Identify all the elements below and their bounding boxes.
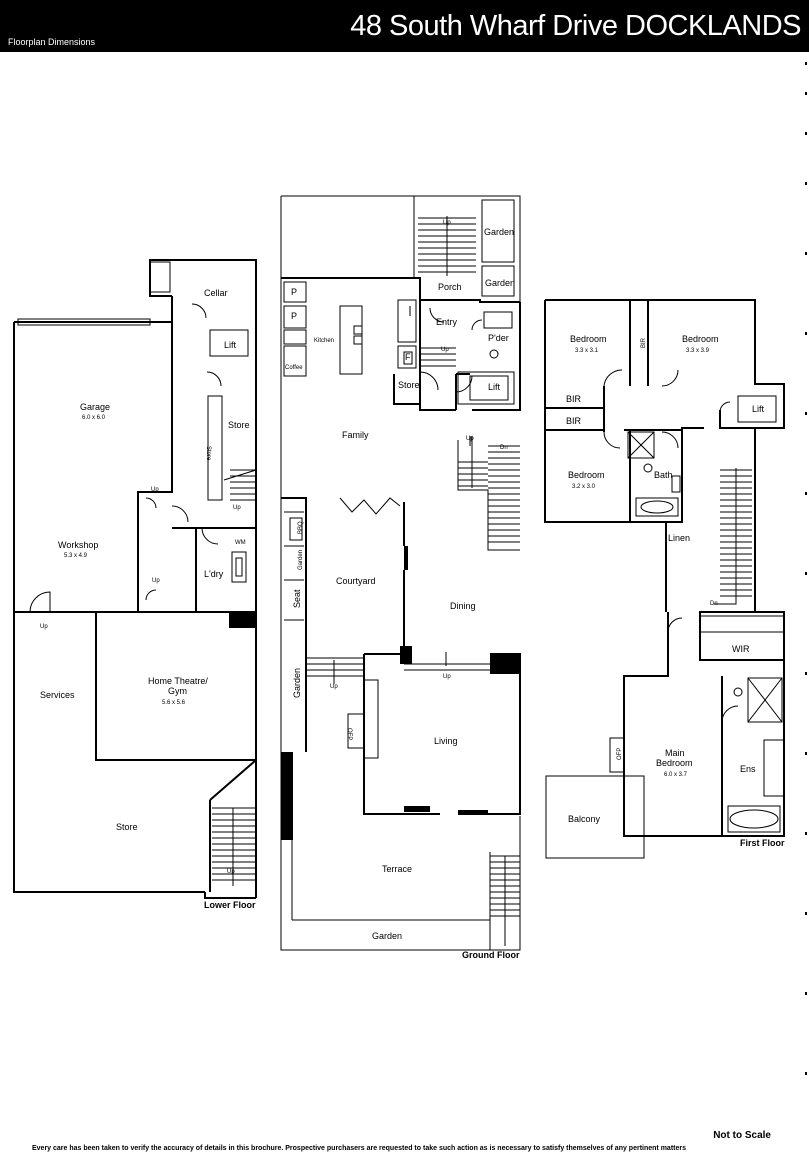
label-entry: Entry [436,317,458,327]
label-p2: P [291,311,297,321]
label-main-bedroom-1: Main [665,748,685,758]
label-gf-garden-top: Garden [484,227,514,237]
label-bedroom-2-dim: 3.3 x 3.9 [686,348,710,354]
label-lower-store-big: Store [116,822,138,832]
label-gf-up-2: Up [441,347,449,353]
label-bath: Bath [654,470,673,480]
ground-floor-solids [281,546,520,840]
label-home-theatre-2: Gym [168,686,187,696]
first-floor-walls [544,299,785,837]
label-lower-store-vertical: Store [205,446,211,461]
not-to-scale-note: Not to Scale [713,1130,771,1141]
label-gf-up-4: Up [330,684,338,690]
label-gf-garden-left: Garden [292,668,302,698]
label-lower-floor: Lower Floor [204,900,256,910]
label-pdr: P'der [488,333,509,343]
ground-floor-outline [280,195,521,951]
label-gf-up-1: Up [443,220,451,226]
lower-floor-details [17,261,257,886]
label-ff-ofp: OFP [617,748,623,760]
page-title: 48 South Wharf Drive DOCKLANDS [350,10,801,42]
label-lower-up-4: Up [40,624,48,630]
label-gf-garden-mid: Garden [485,278,515,288]
label-lower-store-small: Store [228,420,250,430]
page-subtitle: Floorplan Dimensions [8,37,96,47]
label-gf-up-5: Up [443,674,451,680]
label-lower-up-2: Up [233,505,241,511]
label-cellar: Cellar [204,288,228,298]
label-coffee: Coffee [285,365,303,371]
label-garage: Garage [80,402,110,412]
label-bir-3: BIR [566,416,582,426]
label-bedroom-1-dim: 3.3 x 3.1 [575,348,599,354]
label-first-floor: First Floor [740,838,785,848]
label-wir: WIR [732,644,750,654]
label-porch: Porch [438,282,462,292]
disclaimer-text: Every care has been taken to verify the … [32,1145,686,1152]
label-gf-garden-bottom: Garden [372,931,402,941]
label-main-bedroom-2: Bedroom [656,758,693,768]
label-lower-up-3: Up [152,578,160,584]
label-bedroom-3: Bedroom [568,470,605,480]
label-dining: Dining [450,601,476,611]
label-ens: Ens [740,764,756,774]
label-lower-lift: Lift [224,340,237,350]
label-home-theatre-1: Home Theatre/ [148,676,208,686]
label-main-bedroom-dim: 6.0 x 3.7 [664,772,688,778]
label-lower-up-1: Up [151,487,159,493]
label-courtyard: Courtyard [336,576,376,586]
label-gf-lift: Lift [488,382,501,392]
right-edge-marks [805,52,807,1152]
header-bar: Floorplan Dimensions 48 South Wharf Driv… [0,0,809,52]
label-workshop: Workshop [58,540,98,550]
label-seat: Seat [292,589,302,608]
label-bir-1: BIR [641,337,647,348]
label-services: Services [40,690,75,700]
label-ff-dn: Dn [710,601,718,607]
label-linen: Linen [668,533,690,543]
lower-floor-plan [13,259,257,899]
label-wm: WM [235,540,246,546]
label-f: F [405,352,411,362]
lower-column [229,612,256,628]
label-kitchen: Kitchen [314,338,334,344]
label-garage-dim: 6.0 x 6.0 [82,415,106,421]
label-gf-garden-side: Garden [298,550,304,570]
label-gf-up-3: Up [466,436,474,442]
ground-floor-details [283,199,520,950]
label-bir-2: BIR [566,394,582,404]
label-bedroom-1: Bedroom [570,334,607,344]
ground-floor-walls [281,277,521,815]
label-balcony: Balcony [568,814,601,824]
label-home-theatre-dim: 5.6 x 5.6 [162,700,186,706]
label-bedroom-2: Bedroom [682,334,719,344]
label-bedroom-3-dim: 3.2 x 3.0 [572,484,596,490]
label-p1: P [291,287,297,297]
label-workshop-dim: 5.3 x 4.9 [64,553,88,559]
label-lower-up-5: Up [227,869,235,875]
label-family: Family [342,430,369,440]
label-ldry: L'dry [204,569,224,579]
label-gf-dn: Dn [500,445,508,451]
label-ground-floor: Ground Floor [462,950,520,960]
first-floor-details [545,369,785,859]
label-gf-store: Store [398,380,420,390]
label-ff-lift: Lift [752,404,765,414]
label-living: Living [434,736,458,746]
label-bbq: BBQ [298,521,304,534]
label-terrace: Terrace [382,864,412,874]
label-gf-ofp: OFP [346,728,352,740]
